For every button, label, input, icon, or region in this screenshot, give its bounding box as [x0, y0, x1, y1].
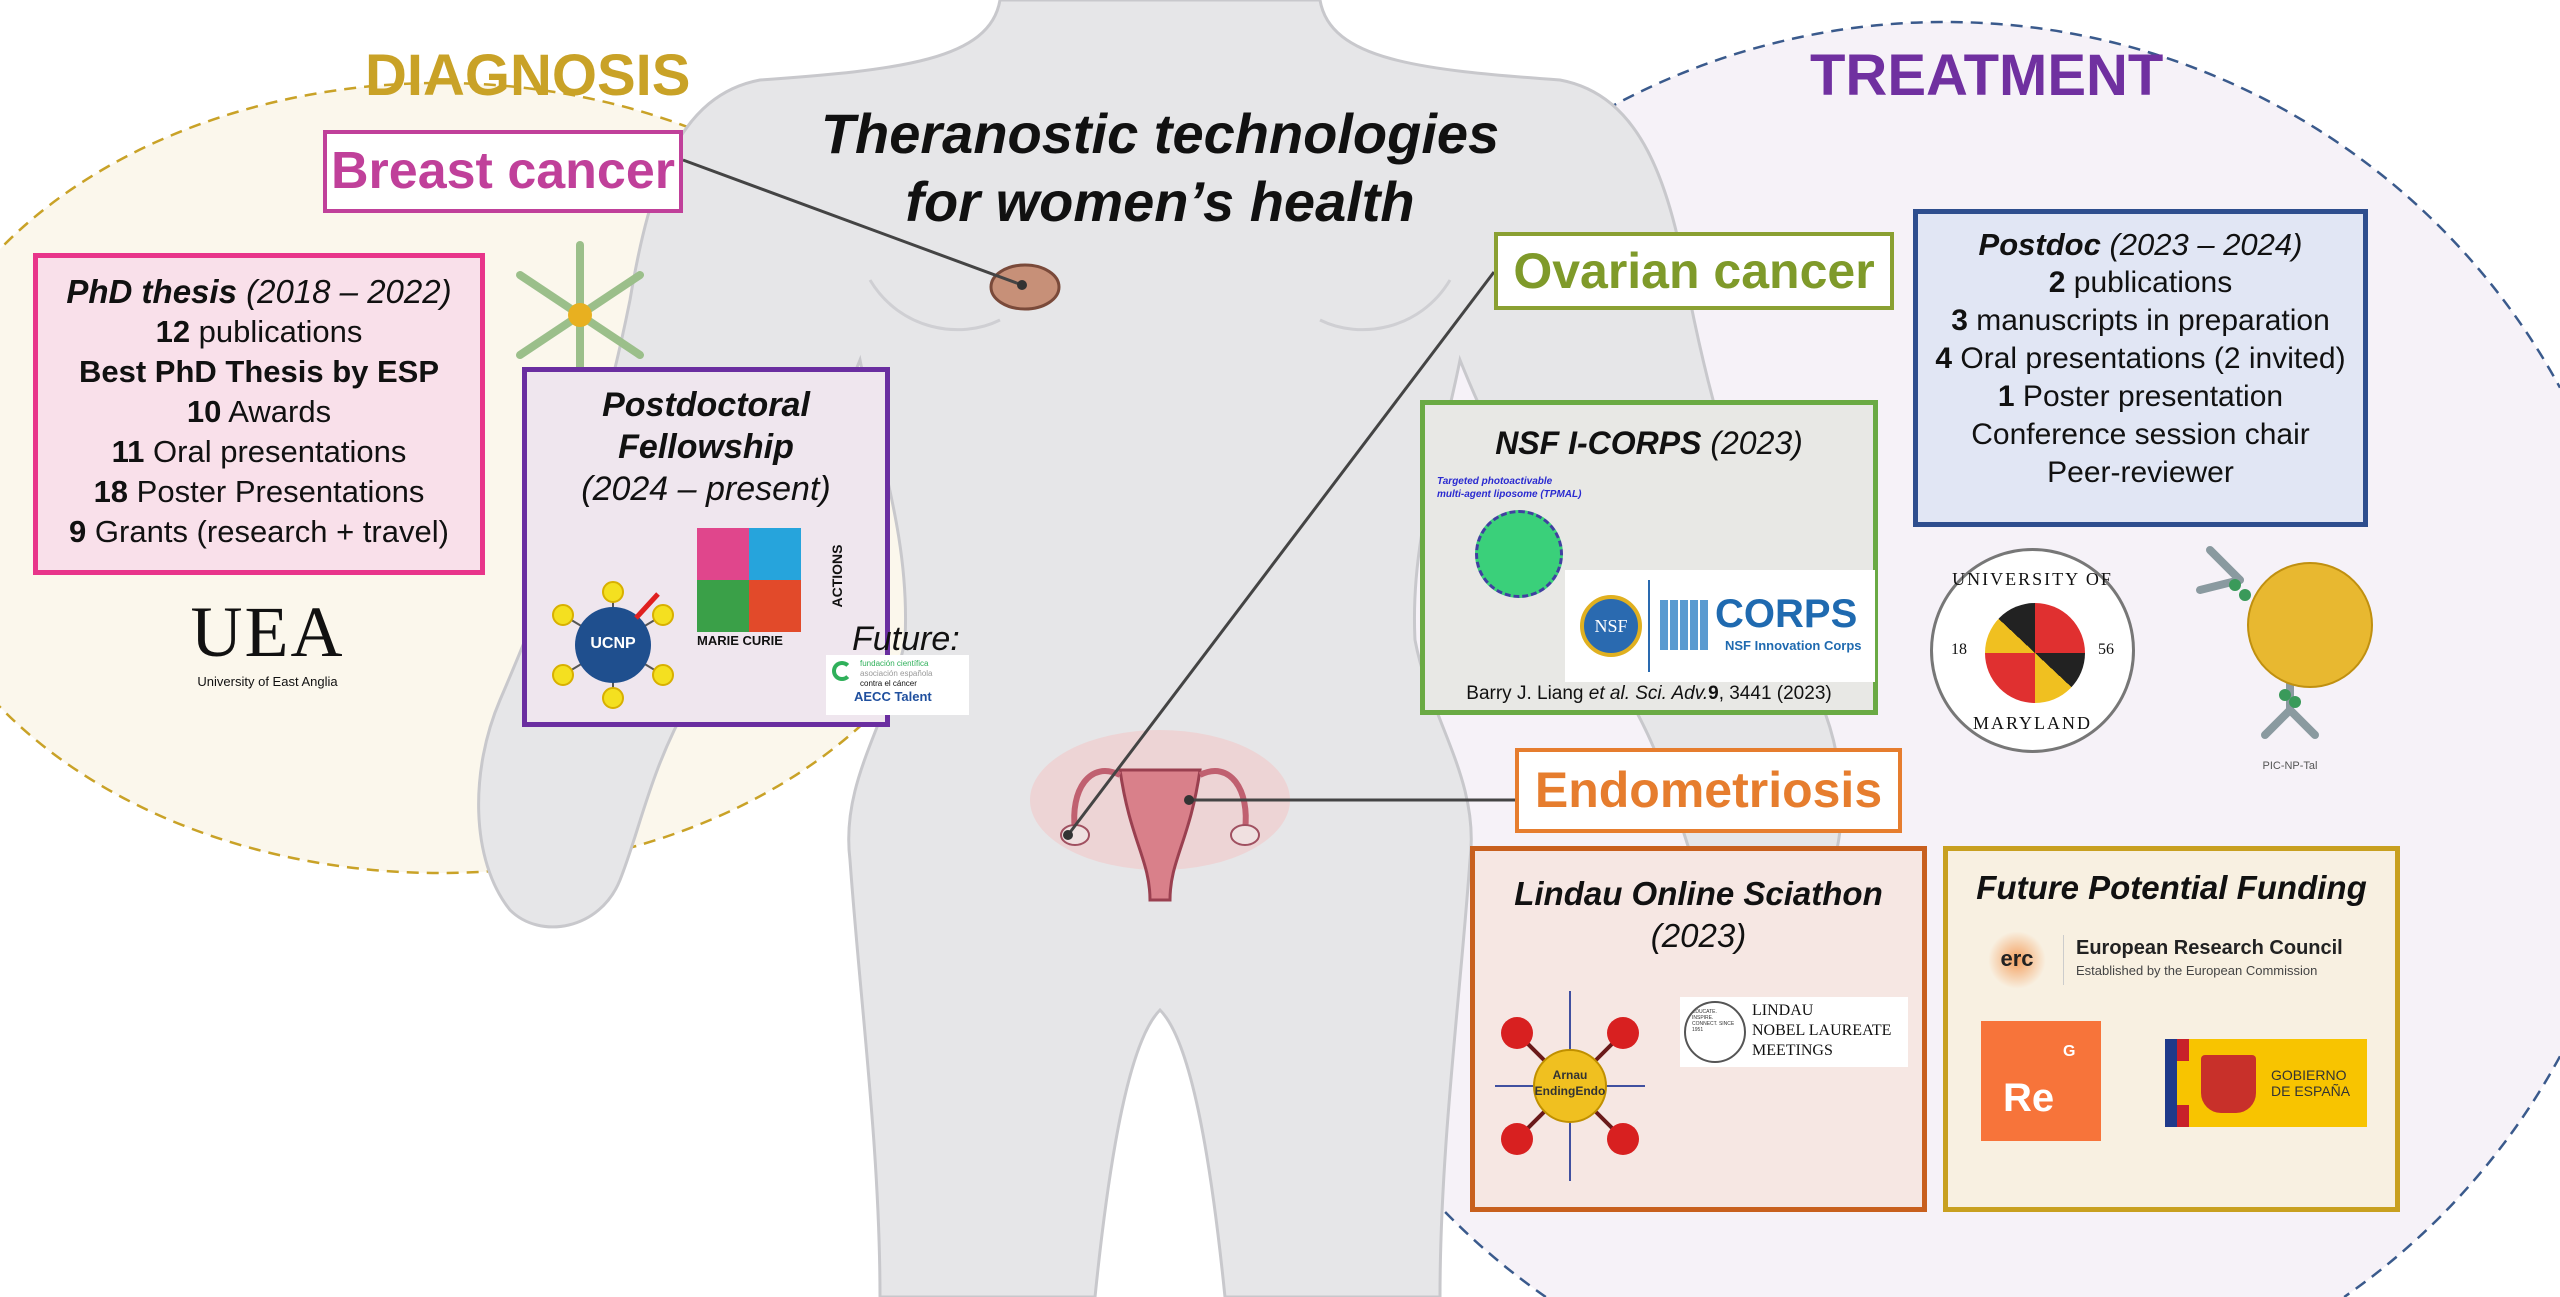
phd-item: 11 Oral presentations — [111, 434, 407, 469]
postdoc-item: Conference session chair — [1971, 418, 2310, 451]
fellowship-years: (2024 – present) — [581, 470, 831, 508]
breast-connector — [682, 158, 1023, 287]
phd-item: 18 Poster Presentations — [93, 474, 425, 509]
ovarian-cancer-label: Ovarian cancer — [1494, 232, 1894, 310]
nsf-heading: NSF I-CORPS (2023) — [1495, 425, 1803, 461]
phd-item: Best PhD Thesis by ESP — [78, 354, 440, 389]
ovarian-connector — [1066, 271, 1496, 836]
lindau-years: (2023) — [1650, 917, 1747, 954]
liposome-icon — [1475, 510, 1563, 598]
nsf-icorps-card: NSF I-CORPS (2023) Targeted photoactivab… — [1420, 400, 1878, 715]
breast-cancer-label: Breast cancer — [323, 130, 683, 213]
lindau-logo: EDUCATE. INSPIRE. CONNECT. SINCE 1951 LI… — [1680, 997, 1908, 1067]
icorps-logo: NSF CORPS NSF Innovation Corps — [1565, 570, 1875, 682]
lindau-title: Lindau Online Sciathon — [1514, 875, 1883, 912]
uea-logo: UEA University of East Anglia — [190, 592, 345, 689]
title-line-2: for women’s health — [905, 170, 1415, 233]
postdoc-item: 3 manuscripts in preparation — [1951, 304, 2330, 337]
ucnp-particle-icon: UCNP — [548, 580, 678, 710]
postdoc-item: 1 Poster presentation — [1997, 380, 2284, 413]
aecc-logo: fundación científica asociación española… — [826, 655, 969, 715]
marie-curie-logo: ACTIONS MARIE CURIE — [697, 528, 845, 650]
treatment-heading: TREATMENT — [1810, 43, 2164, 108]
postdoc-item: 2 publications — [2048, 266, 2233, 299]
phd-item: 9 Grants (research + travel) — [69, 514, 449, 549]
uterus-icon — [1030, 730, 1290, 902]
erc-logo: erc European Research Council Establishe… — [1988, 931, 2368, 991]
title-line-1: Theranostic technologies — [820, 102, 1500, 165]
nsf-citation: Barry J. Liang et al. Sci. Adv.9, 3441 (… — [1466, 683, 1832, 704]
dendrimer-icon — [500, 235, 660, 395]
page-title: Theranostic technologies for women’s hea… — [810, 100, 1510, 236]
postdoc-card: Postdoc (2023 – 2024) 2 publications 3 m… — [1913, 209, 2368, 527]
postdoc-heading: Postdoc (2023 – 2024) — [1978, 227, 2303, 262]
future-label: Future: — [852, 620, 960, 658]
postdoc-item: 4 Oral presentations (2 invited) — [1935, 342, 2346, 375]
funding-title: Future Potential Funding — [1976, 869, 2367, 906]
future-funding-card: Future Potential Funding erc European Re… — [1943, 846, 2400, 1212]
phd-item: 12 publications — [155, 314, 363, 349]
postdoc-item: Peer-reviewer — [2047, 456, 2234, 489]
pic-np-tal-icon: PIC-NP-Tal — [2190, 540, 2390, 785]
reg-logo: G Re — [1981, 1021, 2101, 1141]
phd-heading: PhD thesis (2018 – 2022) — [66, 273, 452, 310]
fellowship-title: Postdoctoral Fellowship — [602, 386, 810, 466]
phd-thesis-card: PhD thesis (2018 – 2022) 12 publications… — [33, 253, 485, 575]
phd-item: 10 Awards — [186, 394, 332, 429]
endometriosis-label: Endometriosis — [1515, 748, 1902, 833]
diagnosis-heading: DIAGNOSIS — [365, 43, 691, 108]
umd-seal: UNIVERSITY OF 18 56 MARYLAND — [1930, 548, 2135, 753]
